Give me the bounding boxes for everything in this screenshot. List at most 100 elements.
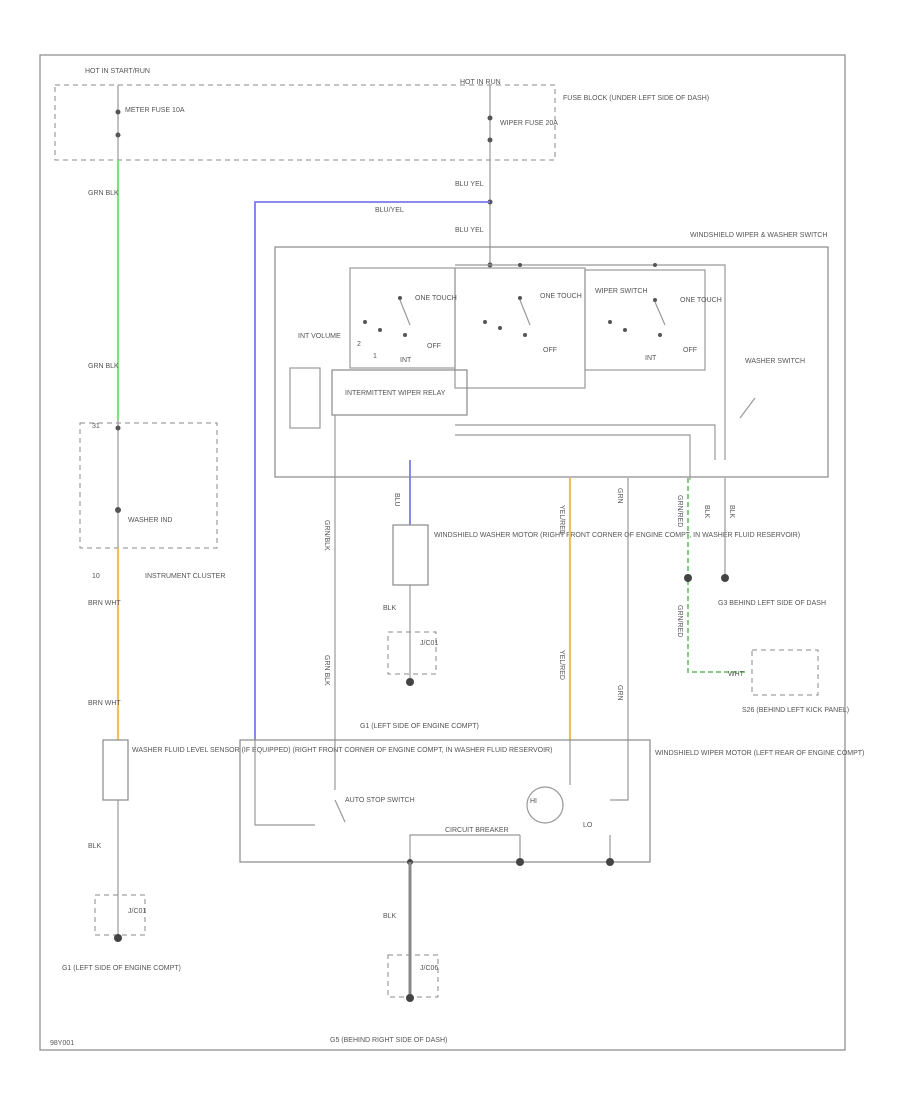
ground-g1-left — [114, 934, 122, 942]
label-s26: S26 (BEHIND LEFT KICK PANEL) — [742, 707, 849, 714]
label-blk-5: BLK — [383, 913, 397, 920]
diagram-frame — [39, 54, 846, 1051]
label-int-relay: INTERMITTENT WIPER RELAY — [345, 390, 446, 397]
label-g3: G3 BEHIND LEFT SIDE OF DASH — [718, 600, 826, 607]
wiper-washer-switch-box — [274, 246, 829, 478]
label-brn-wht-2: BRN WHT — [88, 700, 121, 707]
int-volume-pot — [289, 367, 321, 429]
label-washer-motor: WINDSHIELD WASHER MOTOR (RIGHT FRONT COR… — [434, 532, 800, 539]
ground-g3 — [721, 574, 729, 582]
label-blu-v: BLU — [393, 493, 400, 507]
label-hi: HI — [530, 798, 537, 805]
label-wiper-fuse: WIPER FUSE 20A — [500, 120, 558, 127]
label-blu-yel-2: BLU/YEL — [375, 207, 404, 214]
label-grn-red-2: GRN/RED — [676, 605, 683, 637]
washer-ind-lamp — [115, 507, 121, 513]
label-ws-switch: WINDSHIELD WIPER & WASHER SWITCH — [690, 232, 827, 239]
auto-stop-contact — [334, 799, 346, 823]
figure-id: 98Y001 — [50, 1040, 74, 1047]
fuse-block-outline — [54, 84, 556, 161]
wiper-motor-box — [239, 739, 651, 863]
motor-ground-leads — [519, 835, 611, 862]
splice-grn-red — [684, 574, 692, 582]
label-c10: 10 — [92, 573, 100, 580]
label-int-volume: INT VOLUME — [298, 333, 341, 340]
ground-g1-center — [406, 678, 414, 686]
washer-motor-box — [392, 524, 429, 586]
switch-section-1 — [349, 267, 456, 369]
label-wht: WHT — [728, 671, 745, 678]
breaker-line — [409, 834, 520, 862]
label-grn-1: GRN — [616, 488, 623, 504]
label-washer-ind: WASHER IND — [128, 517, 172, 524]
label-grn-blk-v2: GRN BLK — [323, 655, 330, 686]
label-g1-left: G1 (LEFT SIDE OF ENGINE COMPT) — [62, 965, 181, 972]
jc01-center-box — [387, 631, 437, 675]
label-one-touch-3: ONE TOUCH — [680, 297, 722, 304]
label-hot-run: HOT IN RUN — [460, 79, 501, 86]
label-grn-red-1: GRN/RED — [676, 495, 683, 527]
jc06-box — [387, 954, 439, 998]
meter-fuse-terminal — [115, 109, 121, 115]
s26-box — [751, 649, 819, 696]
wiper-fuse-terminal-2 — [487, 137, 493, 143]
switch-contacts — [363, 263, 666, 337]
switch-internal-2 — [455, 434, 691, 480]
label-one-touch-2: ONE TOUCH — [540, 293, 582, 300]
label-off-1: OFF — [427, 343, 441, 350]
label-g5: G5 (BEHIND RIGHT SIDE OF DASH) — [330, 1037, 447, 1044]
label-brn-wht-1: BRN WHT — [88, 600, 121, 607]
label-blk-2: BLK — [383, 605, 397, 612]
label-off-2: OFF — [543, 347, 557, 354]
label-c31: 31 — [92, 423, 100, 430]
fluid-level-sensor — [102, 739, 129, 801]
label-blk-4: BLK — [728, 505, 735, 519]
jc01-left-box — [94, 894, 146, 936]
label-fuse-block: FUSE BLOCK (UNDER LEFT SIDE OF DASH) — [563, 95, 709, 102]
label-auto-stop: AUTO STOP SWITCH — [345, 797, 415, 804]
label-blk-3: BLK — [703, 505, 710, 519]
label-yel-red-2: YEL/RED — [558, 650, 565, 680]
label-one-touch-1: ONE TOUCH — [415, 295, 457, 302]
motor-ground-splice-1 — [516, 858, 524, 866]
motor-lo-lead — [610, 740, 629, 801]
label-wiper-switch: WIPER SWITCH — [595, 288, 648, 295]
label-ws-motor: WINDSHIELD WIPER MOTOR (LEFT REAR OF ENG… — [655, 750, 864, 757]
label-off-3: OFF — [683, 347, 697, 354]
motor-ground-splice-2 — [606, 858, 614, 866]
label-blu-yel-1: BLU YEL — [455, 181, 484, 188]
label-int-2: INT — [645, 355, 657, 362]
ground-g5 — [406, 994, 414, 1002]
label-circuit-breaker: CIRCUIT BREAKER — [445, 827, 509, 834]
instrument-cluster-box — [79, 422, 218, 549]
label-grn-blk-v: GRN/BLK — [323, 520, 330, 551]
blu-yel-wire — [254, 201, 490, 740]
label-hot-start: HOT IN START/RUN — [85, 68, 150, 75]
switch-section-3 — [584, 269, 706, 371]
washer-switch-contact — [739, 397, 756, 419]
label-instrument-cluster: INSTRUMENT CLUSTER — [145, 573, 225, 580]
label-hi-2: 2 — [357, 341, 361, 348]
wiper-fuse-terminal — [487, 115, 493, 121]
label-g1-center: G1 (LEFT SIDE OF ENGINE COMPT) — [360, 723, 479, 730]
label-jc06: J/C06 — [420, 965, 438, 972]
label-jc01-1: J/C01 — [128, 908, 146, 915]
label-lo: LO — [583, 822, 593, 829]
label-grn-2: GRN — [616, 685, 623, 701]
label-jc01-2: J/C01 — [420, 640, 438, 647]
label-yel-red-1: YEL/RED — [558, 505, 565, 535]
meter-fuse-terminal-2 — [115, 132, 121, 138]
switch-internal-1 — [455, 424, 716, 460]
label-blk-1: BLK — [88, 843, 102, 850]
label-lo-1: 1 — [373, 353, 377, 360]
label-int-1: INT — [400, 357, 412, 364]
switch-bus — [455, 264, 726, 380]
label-grn-blk-2: GRN BLK — [88, 363, 119, 370]
label-washer-fluid-sensor: WASHER FLUID LEVEL SENSOR (IF EQUIPPED) … — [132, 747, 552, 754]
label-meter-fuse: METER FUSE 10A — [125, 107, 185, 114]
wiper-motor-symbol — [526, 786, 564, 824]
label-grn-blk-1: GRN BLK — [88, 190, 119, 197]
intermittent-relay-box — [331, 369, 468, 416]
switch-section-2 — [454, 267, 586, 389]
